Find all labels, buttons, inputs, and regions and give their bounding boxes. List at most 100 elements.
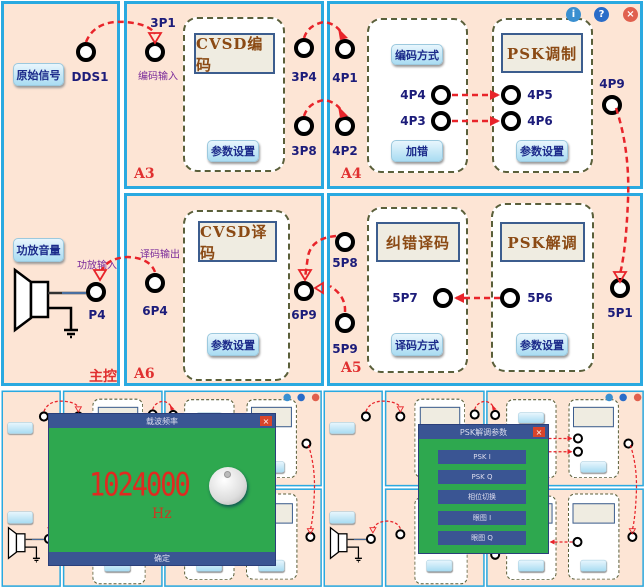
close-icon[interactable]: × [260,416,272,426]
label-5p8: 5P8 [332,256,358,270]
close-icon[interactable]: × [533,427,545,437]
option-phase-switch[interactable]: 相位切换 [438,490,526,504]
port-4p5[interactable] [501,85,521,105]
a6-params-button[interactable]: 参数设置 [207,333,259,356]
frequency-display: 1024000 [89,466,191,505]
amp-volume-button[interactable]: 功放音量 [13,238,64,262]
label-4p2: 4P2 [332,144,358,158]
arrowhead-4p1 [491,404,497,411]
wire-4p9-5p1 [307,444,316,530]
close-icon[interactable] [311,393,320,402]
port-5p1[interactable] [305,531,316,542]
port-4p4[interactable] [431,85,451,105]
port-p4[interactable] [86,282,106,302]
port-dds1[interactable] [360,411,371,422]
option-eye-q[interactable]: 眼图 Q [438,531,526,545]
close-icon[interactable]: × [623,7,638,22]
source-signal-button[interactable] [329,422,355,434]
arrowhead-4p1 [169,404,175,411]
port-5p1[interactable] [627,531,638,542]
port-3p4[interactable] [469,409,480,420]
port-4p9[interactable] [301,438,312,449]
cvsd-encode-title: CVSD编码 [194,33,275,74]
label-5p6: 5P6 [527,291,553,305]
wire-3p8-4p2 [302,98,345,117]
a3-params-button[interactable]: 参数设置 [207,140,259,162]
port-3p4[interactable] [294,38,314,58]
port-3p8[interactable] [294,116,314,136]
port-4p2[interactable] [335,116,355,136]
source-signal-button[interactable] [7,422,33,434]
arrowhead-4p5 [490,90,500,100]
port-4p6[interactable] [572,446,583,457]
port-dds1[interactable] [38,411,49,422]
psk-demod-params-button[interactable] [580,559,607,572]
psk-demod-params-button[interactable]: 参数设置 [516,333,568,356]
option-psk-q[interactable]: PSK Q [438,470,526,484]
triangle-5p1 [306,528,315,535]
info-icon[interactable]: i [566,7,581,22]
port-p4[interactable] [365,533,376,545]
frequency-knob[interactable] [209,467,247,505]
psk-mod-params-button[interactable]: 参数设置 [516,140,568,162]
psk-mod-params-button[interactable] [580,461,607,473]
port-4p6[interactable] [501,111,521,131]
port-5p6[interactable] [572,536,583,548]
label-encode-input: 编码输入 [138,71,178,83]
label-a6: A6 [134,366,155,382]
psk-mod-title [572,406,614,428]
port-5p6[interactable] [500,288,520,308]
port-5p9[interactable] [335,313,355,333]
label-a4: A4 [341,166,362,182]
speaker-icon [329,526,366,563]
port-6p4[interactable] [395,529,406,540]
wire-4p9-5p1 [629,444,638,530]
port-4p3[interactable] [431,111,451,131]
port-5p7[interactable] [433,288,453,308]
label-5p9: 5P9 [332,342,358,356]
help-icon[interactable] [619,393,627,402]
label-a5: A5 [341,360,362,376]
wire-3p4-4p1 [152,400,173,410]
experiment-board: CVSD编码 CVSD译码 PSK调制 纠错译码 PSK解调 原始信号 功放音量… [0,0,644,388]
wire-dds1-3p1 [43,400,79,412]
cvsd-decode-title: CVSD译码 [198,221,277,262]
port-5p1[interactable] [610,278,630,298]
info-icon[interactable] [283,393,291,402]
psk-demod-title: PSK解调 [500,222,585,262]
option-psk-i[interactable]: PSK I [438,450,526,464]
port-6p4[interactable] [145,273,165,293]
port-dds1[interactable] [76,42,96,62]
help-icon[interactable] [297,393,305,402]
wire-5p9-6p9 [329,284,347,313]
decode-mode-button[interactable]: 译码方式 [391,333,443,356]
speaker-icon [7,526,44,563]
amp-volume-button[interactable] [329,511,355,524]
close-icon[interactable] [633,393,642,402]
source-signal-button[interactable]: 原始信号 [13,63,64,86]
encode-mode-button[interactable] [518,412,545,424]
port-5p8[interactable] [335,232,355,252]
a6-params-button[interactable] [426,559,453,572]
port-6p9[interactable] [294,281,314,301]
wire-6p4-p4 [373,520,401,529]
triangle-p4 [92,269,108,282]
ok-button[interactable]: 确定 [49,552,275,565]
wire-4p9-5p1 [614,107,630,275]
knob-indicator [224,471,231,478]
help-icon[interactable]: ? [594,7,609,22]
info-icon[interactable] [605,393,613,402]
psk-mod-title: PSK调制 [501,33,583,73]
port-4p1[interactable] [490,409,501,421]
option-eye-i[interactable]: 眼图 I [438,511,526,525]
encode-mode-button[interactable]: 编码方式 [391,44,443,65]
add-error-button[interactable]: 加错 [391,140,443,162]
port-4p9[interactable] [623,438,634,449]
label-4p1: 4P1 [332,71,358,85]
frequency-unit: Hz [152,506,172,522]
amp-volume-button[interactable] [7,511,33,524]
decode-mode-button[interactable] [518,559,545,572]
port-4p1[interactable] [335,39,355,59]
psk-demod-params-dialog: PSK解调参数 × PSK I PSK Q 相位切换 眼图 I 眼图 Q [418,424,549,554]
port-4p5[interactable] [572,433,583,444]
